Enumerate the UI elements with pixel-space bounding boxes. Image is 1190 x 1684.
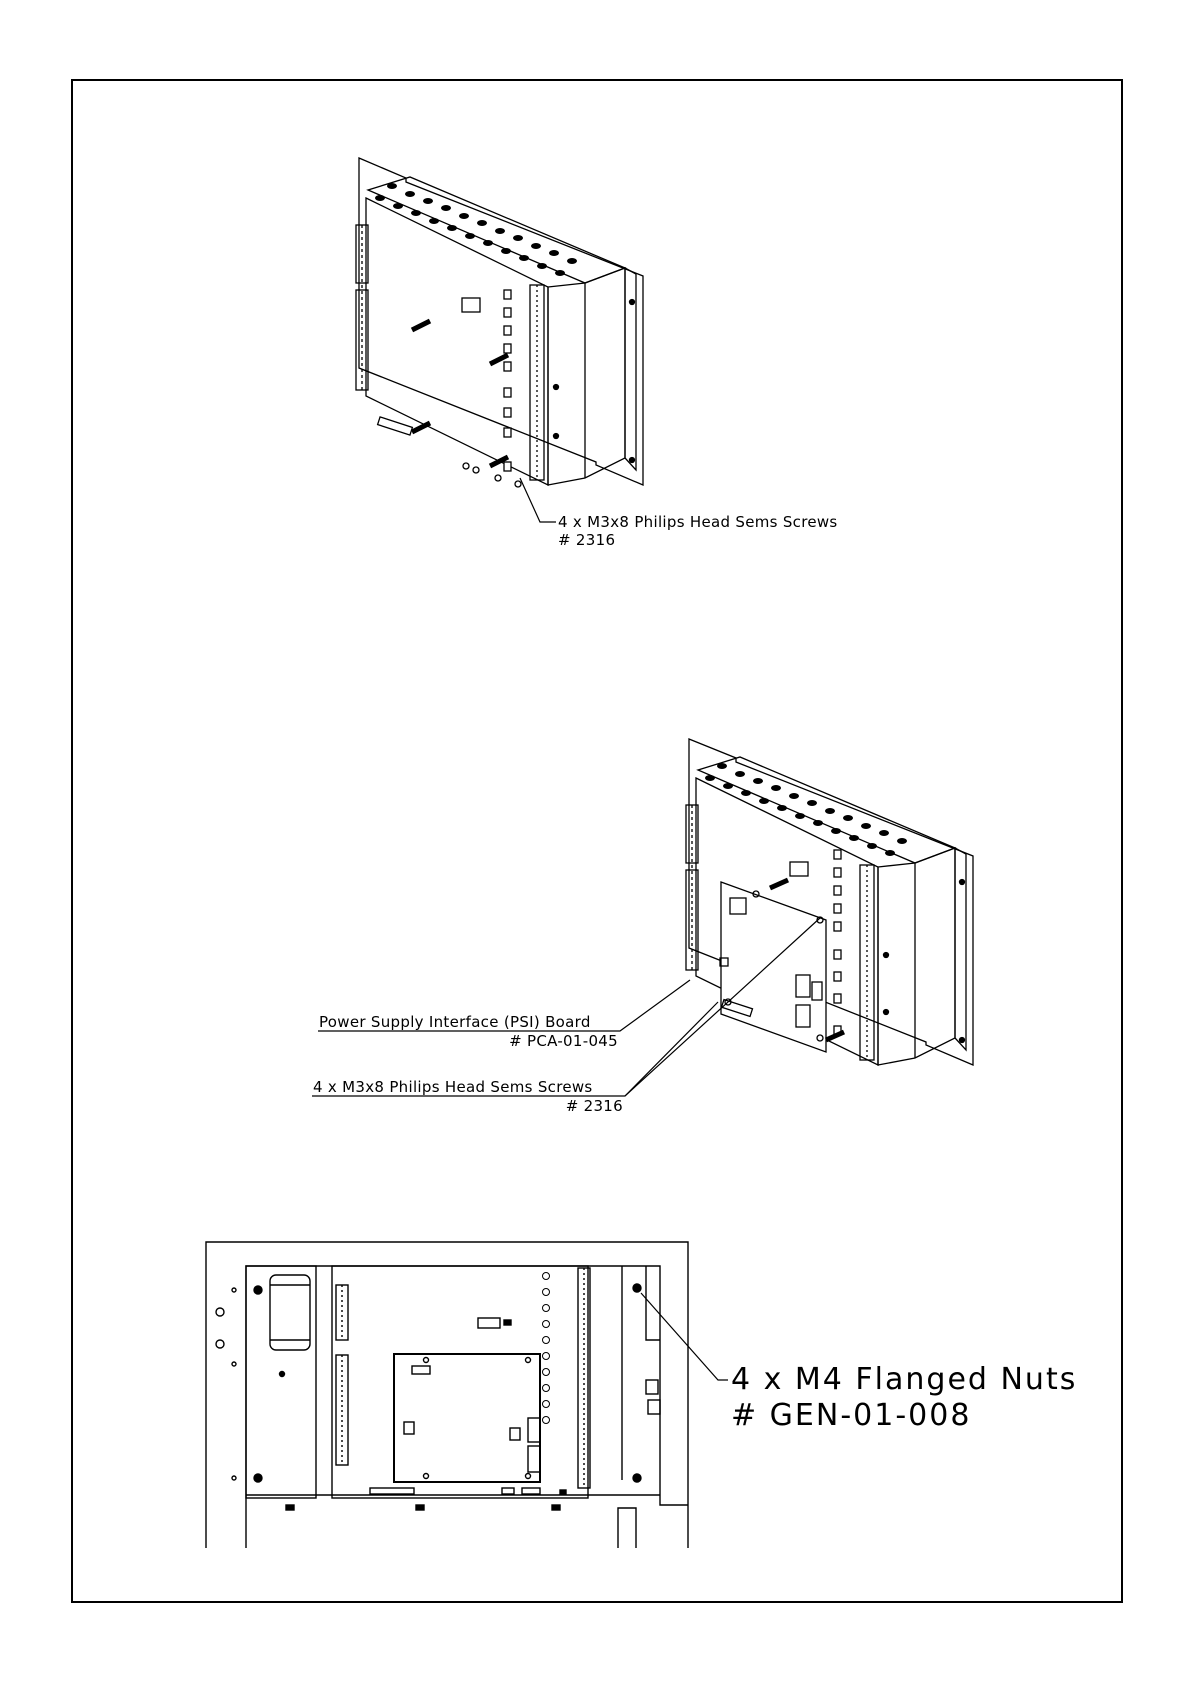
- board-panel: [366, 198, 548, 485]
- flange: [955, 848, 966, 1050]
- figure-2-enclosure-with-psi-board: [686, 739, 973, 1065]
- fig3-callout-line2: # GEN-01-008: [731, 1398, 971, 1433]
- fig2-screws-label-line2: # 2316: [566, 1097, 623, 1115]
- figure-1-callout: 4 x M3x8 Philips Head Sems Screws # 2316: [520, 478, 838, 549]
- fig1-callout-line1: 4 x M3x8 Philips Head Sems Screws: [558, 513, 838, 531]
- fig3-callout-line1: 4 x M4 Flanged Nuts: [731, 1362, 1077, 1397]
- psi-board-front: [394, 1354, 540, 1482]
- fig2-psi-label-line2: # PCA-01-045: [509, 1032, 618, 1050]
- main-board: [332, 1266, 588, 1498]
- fig2-screws-label-line1: 4 x M3x8 Philips Head Sems Screws: [313, 1078, 593, 1096]
- fig1-callout-line2: # 2316: [558, 531, 615, 549]
- enclosure-side: [878, 848, 955, 1065]
- figure-3-callout: 4 x M4 Flanged Nuts # GEN-01-008: [641, 1293, 1077, 1433]
- top-face-holes: [705, 763, 907, 856]
- flange: [625, 268, 636, 470]
- transformer: [270, 1275, 310, 1350]
- top-face-holes: [375, 183, 577, 276]
- figure-3-enclosure-front-view: [206, 1242, 688, 1548]
- enclosure-side: [548, 268, 625, 485]
- fig2-psi-label-line1: Power Supply Interface (PSI) Board: [319, 1013, 591, 1031]
- figure-1-enclosure-isometric: [356, 158, 643, 487]
